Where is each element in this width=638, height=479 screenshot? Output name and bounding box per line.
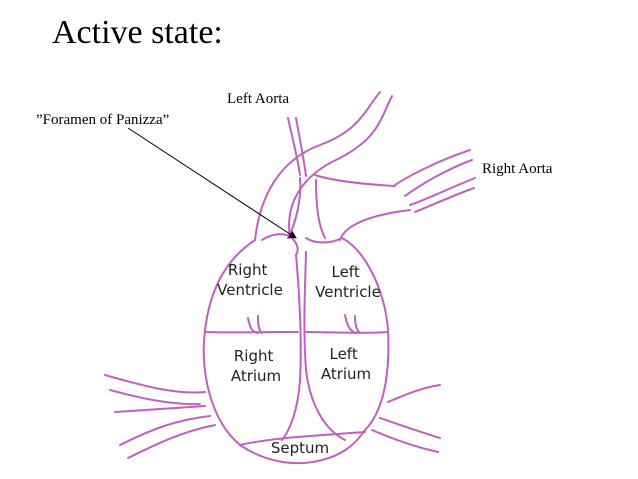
vein-upper-left-b bbox=[109, 389, 201, 406]
right-atrium-label: Right Atrium bbox=[231, 347, 281, 385]
av-valve-right bbox=[344, 314, 361, 334]
septum-line-right bbox=[303, 251, 346, 441]
vein-right-lower-b bbox=[371, 429, 439, 453]
right-aorta-label: Right Aorta bbox=[482, 161, 553, 177]
vein-upper-left bbox=[104, 374, 206, 394]
right-aorta-lower bbox=[409, 177, 476, 206]
septum-base bbox=[239, 431, 366, 446]
right-aorta-trunk bbox=[314, 174, 396, 187]
left-aorta-branch-b bbox=[295, 117, 307, 177]
vein-right-lower bbox=[379, 417, 441, 439]
right-aorta-lower-b bbox=[414, 187, 475, 213]
valve-center-b bbox=[315, 179, 326, 239]
av-valve-left bbox=[247, 315, 263, 334]
heart-wall-left bbox=[202, 239, 256, 446]
right-aorta-upper bbox=[394, 149, 471, 186]
valve-right bbox=[305, 237, 343, 244]
right-aorta-upper-b bbox=[404, 159, 473, 197]
foramen-label: ”Foramen of Panizza” bbox=[36, 112, 170, 128]
slide-title: Active state: bbox=[52, 14, 223, 51]
vein-middle-left bbox=[114, 405, 206, 413]
right-aorta-trunk-b bbox=[339, 209, 411, 241]
left-aorta-inner bbox=[288, 95, 393, 239]
right-ventricle-label: Right Ventricle bbox=[217, 261, 283, 299]
septum-label: Septum bbox=[271, 439, 329, 457]
left-aorta-outer bbox=[254, 91, 381, 241]
vein-right-upper bbox=[387, 384, 441, 403]
heart-wall-right bbox=[341, 237, 390, 431]
vein-lower-left bbox=[119, 415, 211, 446]
valve-left bbox=[261, 233, 299, 256]
foramen-pointer-arrow bbox=[127, 127, 297, 239]
vein-lower-left-b bbox=[127, 424, 216, 459]
left-ventricle-label: Left Ventricle bbox=[315, 263, 381, 301]
left-aorta-label: Left Aorta bbox=[227, 91, 290, 107]
chamber-divider-right bbox=[305, 331, 389, 334]
heart-wall-bottom bbox=[239, 429, 366, 465]
septum-line-left bbox=[281, 254, 302, 441]
left-aorta-branch bbox=[287, 117, 301, 176]
heart-outline bbox=[104, 91, 476, 465]
left-atrium-label: Left Atrium bbox=[321, 345, 371, 383]
